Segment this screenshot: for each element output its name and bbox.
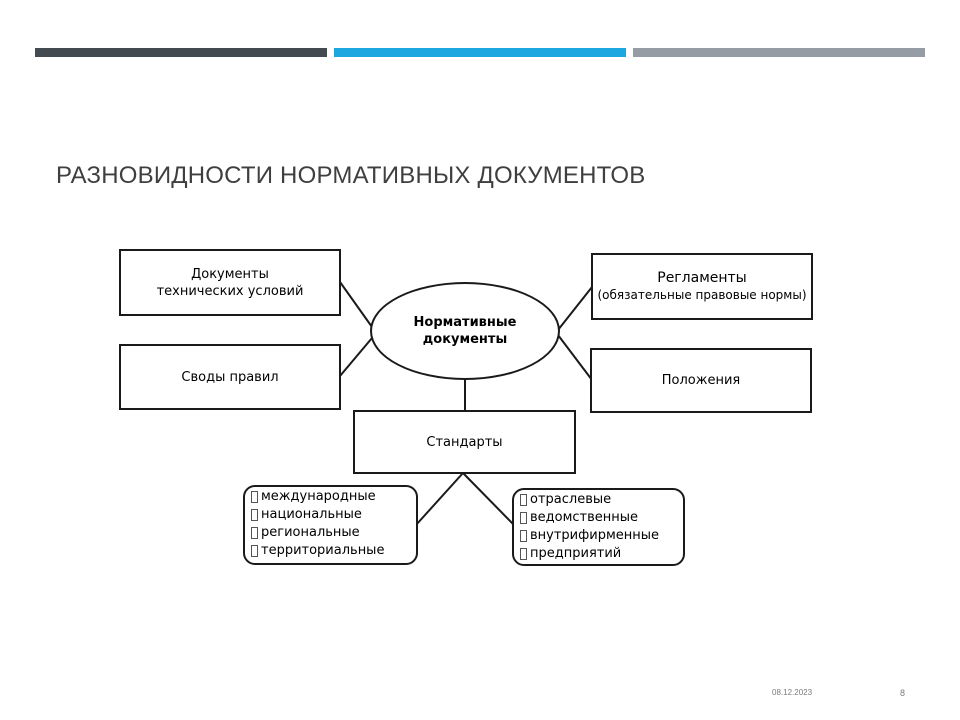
center-line2: документы [422, 332, 508, 347]
slide-title: РАЗНОВИДНОСТИ НОРМАТИВНЫХ ДОКУМЕНТОВ [56, 162, 646, 189]
list-item: международные [251, 488, 416, 506]
list-item: ведомственные [520, 509, 683, 527]
standards-label: Стандарты [426, 434, 503, 450]
header-bar-blue [334, 48, 626, 57]
list-item: региональные [251, 524, 416, 542]
tech-conditions-box: Документы технических условий [119, 249, 341, 316]
connector-rules [339, 337, 373, 377]
standards-sectors-list: отраслевые ведомственные внутрифирменные… [512, 488, 685, 566]
checkbox-icon [251, 491, 258, 503]
checkbox-icon [520, 548, 527, 560]
checkbox-icon [251, 545, 258, 557]
center-line1: Нормативные [413, 315, 517, 330]
list-item: внутрифирменные [520, 527, 683, 545]
provisions-label: Положения [661, 373, 741, 388]
list-item: территориальные [251, 542, 416, 560]
connector-sectors [462, 472, 515, 526]
list-item: отраслевые [520, 491, 683, 509]
checkbox-icon [520, 512, 527, 524]
standards-box: Стандарты [353, 410, 576, 474]
regulations-line1: Регламенты [657, 269, 747, 286]
connector-levels [415, 472, 464, 526]
checkbox-icon [520, 530, 527, 542]
list-item: национальные [251, 506, 416, 524]
checkbox-icon [520, 494, 527, 506]
normative-documents-ellipse: Нормативные документы [370, 282, 560, 380]
connector-regulations [557, 286, 593, 331]
regulations-box: Регламенты (обязательные правовые нормы) [591, 253, 813, 320]
checkbox-icon [251, 509, 258, 521]
slide-number: 8 [900, 688, 906, 698]
tech-conditions-line1: Документы [191, 266, 269, 282]
checkbox-icon [251, 527, 258, 539]
connector-provisions [557, 334, 593, 381]
tech-conditions-line2: технических условий [156, 283, 304, 299]
rules-box: Своды правил [119, 344, 341, 410]
standards-levels-list: международные национальные региональные … [243, 485, 418, 565]
slide-date: 08.12.2023 [772, 688, 813, 697]
list-item: предприятий [520, 545, 683, 563]
regulations-line2: (обязательные правовые нормы) [597, 287, 807, 302]
rules-label: Своды правил [181, 369, 279, 385]
header-bar-dark [35, 48, 327, 57]
connector-tech-conditions [339, 281, 373, 328]
header-bar-gray [633, 48, 925, 57]
provisions-box: Положения [590, 348, 812, 413]
